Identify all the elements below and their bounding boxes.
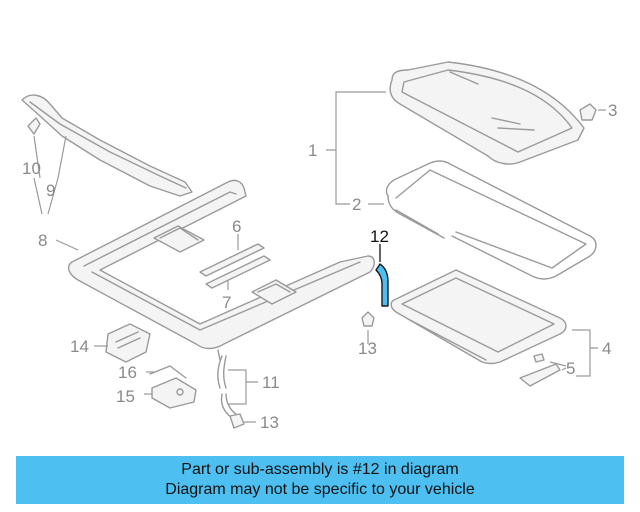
part-15-plate xyxy=(151,377,197,409)
label-5: 5 xyxy=(566,359,575,378)
label-14: 14 xyxy=(70,337,89,356)
label-11: 11 xyxy=(262,373,280,392)
banner-line-2: Diagram may not be specific to your vehi… xyxy=(165,481,475,498)
part-12-drain-hose xyxy=(375,263,389,307)
label-15: 15 xyxy=(116,387,135,406)
label-10: 10 xyxy=(22,159,41,178)
label-9: 9 xyxy=(46,181,55,200)
part-8-frame xyxy=(67,179,375,361)
parts-diagram: 1 2 3 4 5 6 7 8 9 10 11 12 13 13 14 15 1… xyxy=(21,61,617,432)
part-16-bracket xyxy=(149,365,187,379)
part-4-sunshade xyxy=(390,269,567,365)
part-6-rail xyxy=(199,243,265,277)
label-6: 6 xyxy=(232,217,241,236)
label-3: 3 xyxy=(608,101,617,120)
part-11-hoses xyxy=(217,355,237,419)
part-14-motor xyxy=(105,323,151,363)
part-5-handle xyxy=(519,353,561,387)
leader-lines xyxy=(33,91,606,423)
label-8: 8 xyxy=(38,231,47,250)
part-10-clip xyxy=(27,117,41,135)
part-13-grommet xyxy=(361,311,375,327)
label-13-bottom: 13 xyxy=(260,413,279,432)
label-13-center: 13 xyxy=(358,339,377,358)
label-4: 4 xyxy=(602,339,611,358)
part-13-hose-end xyxy=(229,413,245,429)
label-12: 12 xyxy=(370,227,389,246)
label-2: 2 xyxy=(352,195,361,214)
part-3-clip xyxy=(579,103,597,121)
banner-line-1: Part or sub-assembly is #12 in diagram xyxy=(181,461,459,478)
callout-labels: 1 2 3 4 5 6 7 8 9 10 11 12 13 13 14 15 1… xyxy=(22,101,617,432)
part-2-seal xyxy=(385,160,597,280)
label-1: 1 xyxy=(308,141,317,160)
label-16: 16 xyxy=(118,363,137,382)
part-1-glass xyxy=(389,61,585,165)
part-9-deflector xyxy=(21,94,193,197)
label-7: 7 xyxy=(222,293,231,312)
part-7-rail xyxy=(205,255,271,289)
info-banner: Part or sub-assembly is #12 in diagram D… xyxy=(16,456,624,504)
